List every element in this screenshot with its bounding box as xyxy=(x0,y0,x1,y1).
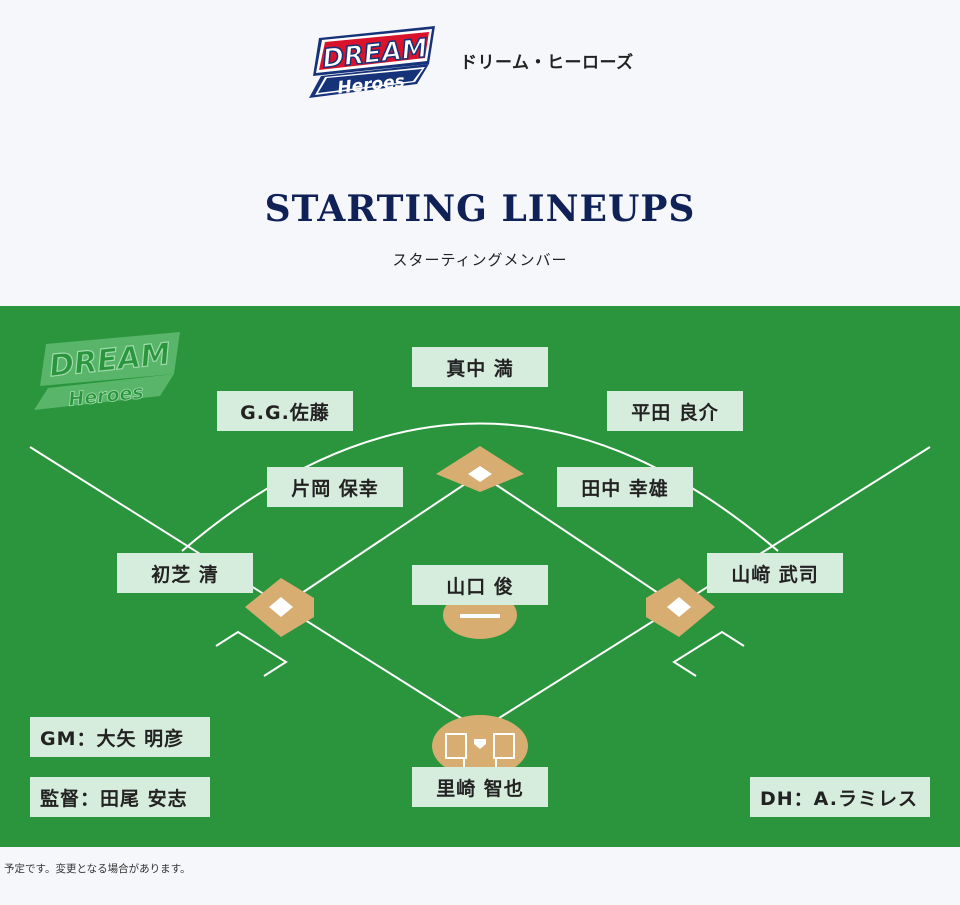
player-pitcher: 山口 俊 xyxy=(412,565,548,605)
player-center-field: 真中 満 xyxy=(412,347,548,387)
player-third-base: 初芝 清 xyxy=(117,553,253,593)
staff-dh: DH：A.ラミレス xyxy=(750,777,930,817)
field-watermark-logo: DREAM Heroes xyxy=(34,332,180,411)
team-name: ドリーム・ヒーローズ xyxy=(460,53,634,73)
field-diagram xyxy=(29,422,931,777)
player-catcher: 里崎 智也 xyxy=(412,767,548,807)
third-base xyxy=(245,578,314,637)
first-base xyxy=(646,578,715,637)
player-first-base: 山﨑 武司 xyxy=(707,553,843,593)
page-title: STARTING LINEUPS xyxy=(264,188,696,230)
player-second-base: 田中 幸雄 xyxy=(557,467,693,507)
page-header: DREAM Heroes ドリーム・ヒーローズ STARTING LINEUPS… xyxy=(0,0,960,306)
disclaimer-note: 予定です。変更となる場合があります。 xyxy=(4,863,191,875)
player-shortstop: 片岡 保幸 xyxy=(267,467,403,507)
page-subtitle: スターティングメンバー xyxy=(392,251,568,269)
staff-gm: GM：大矢 明彦 xyxy=(30,717,210,757)
player-right-field: 平田 良介 xyxy=(607,391,743,431)
baseball-field: DREAM Heroes 真中 満 G.G.佐藤 平田 良介 片岡 保幸 田中 … xyxy=(0,306,960,847)
second-base xyxy=(436,446,524,492)
home-plate xyxy=(432,715,528,777)
staff-manager: 監督：田尾 安志 xyxy=(30,777,210,817)
team-logo: DREAM Heroes xyxy=(309,26,435,98)
player-left-field: G.G.佐藤 xyxy=(217,391,353,431)
